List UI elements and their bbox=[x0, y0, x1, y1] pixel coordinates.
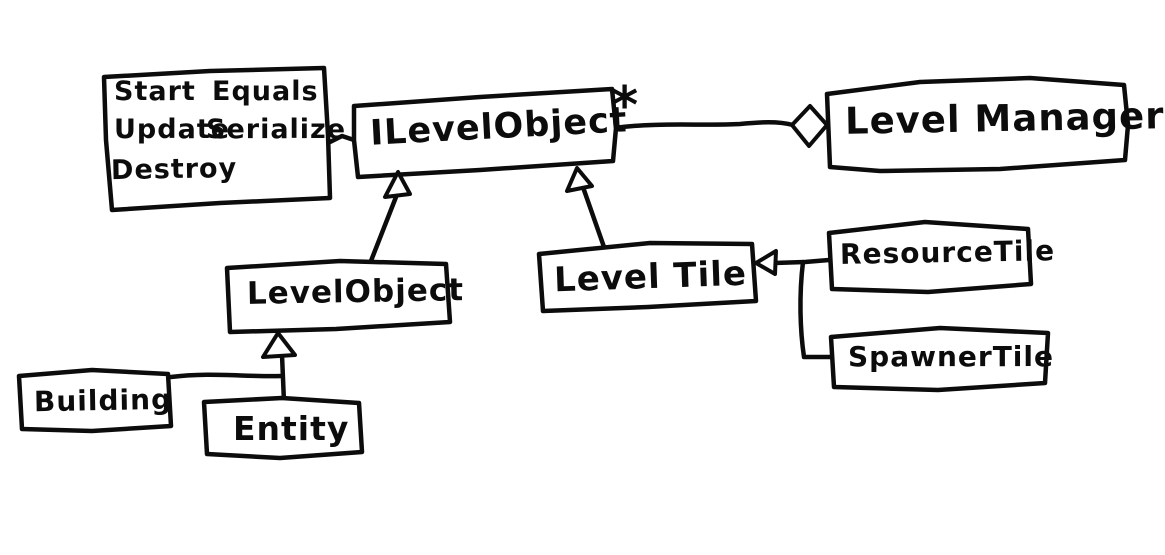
leveltile-label: Level Tile bbox=[553, 253, 748, 301]
multiplicity-star: * bbox=[611, 76, 640, 136]
ilevelobject-box bbox=[351, 86, 619, 180]
methods-note-box bbox=[101, 65, 333, 213]
method-start: Start bbox=[114, 76, 196, 107]
levelobject-label: LevelObject bbox=[246, 272, 465, 312]
levelobject-box bbox=[224, 258, 453, 335]
building-box bbox=[16, 367, 174, 434]
method-serialize: Serialize bbox=[206, 114, 347, 145]
connector-levelobject-to-children bbox=[279, 352, 287, 405]
connector-spawnertile-branch bbox=[798, 259, 835, 360]
inheritance-arrowhead-levelobject-icon bbox=[383, 170, 412, 199]
levelmanager-box bbox=[824, 75, 1131, 174]
inheritance-arrowhead-children-icon bbox=[261, 331, 297, 359]
aggregation-diamond-icon bbox=[790, 104, 829, 148]
resourcetile-label: ResourceTile bbox=[839, 234, 1056, 271]
leveltile-box bbox=[536, 240, 759, 314]
method-update: Update bbox=[114, 114, 231, 145]
method-equals: Equals bbox=[212, 76, 319, 107]
entity-label: Entity bbox=[233, 409, 350, 448]
spawnertile-label: SpawnerTile bbox=[848, 340, 1054, 373]
method-destroy: Destroy bbox=[110, 152, 238, 187]
levelmanager-label: Level Manager bbox=[844, 94, 1165, 143]
entity-box bbox=[201, 395, 365, 461]
resourcetile-box bbox=[826, 219, 1034, 295]
connector-building-to-levelobject bbox=[168, 372, 284, 380]
building-label: Building bbox=[33, 382, 173, 419]
connector-levelobject-to-ilevelobject bbox=[366, 194, 399, 269]
inheritance-arrowhead-leveltile-icon bbox=[565, 166, 594, 193]
connector-leveltile-to-ilevelobject bbox=[581, 187, 607, 250]
connector-ilevelobject-to-levelmanager bbox=[611, 120, 796, 131]
inheritance-arrowhead-tiles-icon bbox=[754, 249, 778, 276]
spawnertile-box bbox=[828, 325, 1051, 393]
